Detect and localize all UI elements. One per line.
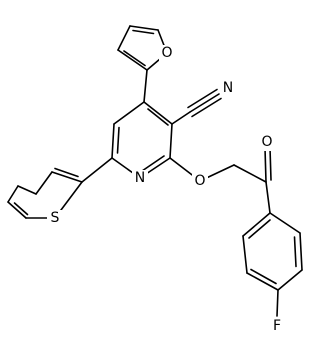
atom-ether-o: O <box>192 173 208 190</box>
atom-fluorine: F <box>269 318 285 335</box>
ether-oxygen-label: O <box>194 173 205 189</box>
atom-thiophene-s: S <box>47 210 63 227</box>
ether-ketone-linker <box>169 147 272 214</box>
pyridine-nitrogen-label: N <box>135 170 145 186</box>
furan-oxygen-label: O <box>161 45 172 61</box>
atom-pyridine-n: N <box>132 170 148 187</box>
nitrile-nitrogen-label: N <box>223 80 233 96</box>
nitrile-group <box>171 88 222 125</box>
atom-nitrile-n: N <box>220 80 236 97</box>
bond-furan-c4 <box>143 69 148 103</box>
thiophene-sulfur-label: S <box>51 210 60 226</box>
carbonyl-oxygen-label: O <box>261 134 272 150</box>
atom-carbonyl-o: O <box>259 134 275 151</box>
atom-furan-o: O <box>159 45 175 62</box>
pyridine-ring <box>111 101 173 179</box>
fluorine-label: F <box>273 318 281 334</box>
thiophene-ring <box>7 167 83 219</box>
bond-c6-thiophene <box>81 157 113 183</box>
fluorophenyl-ring <box>242 212 303 317</box>
